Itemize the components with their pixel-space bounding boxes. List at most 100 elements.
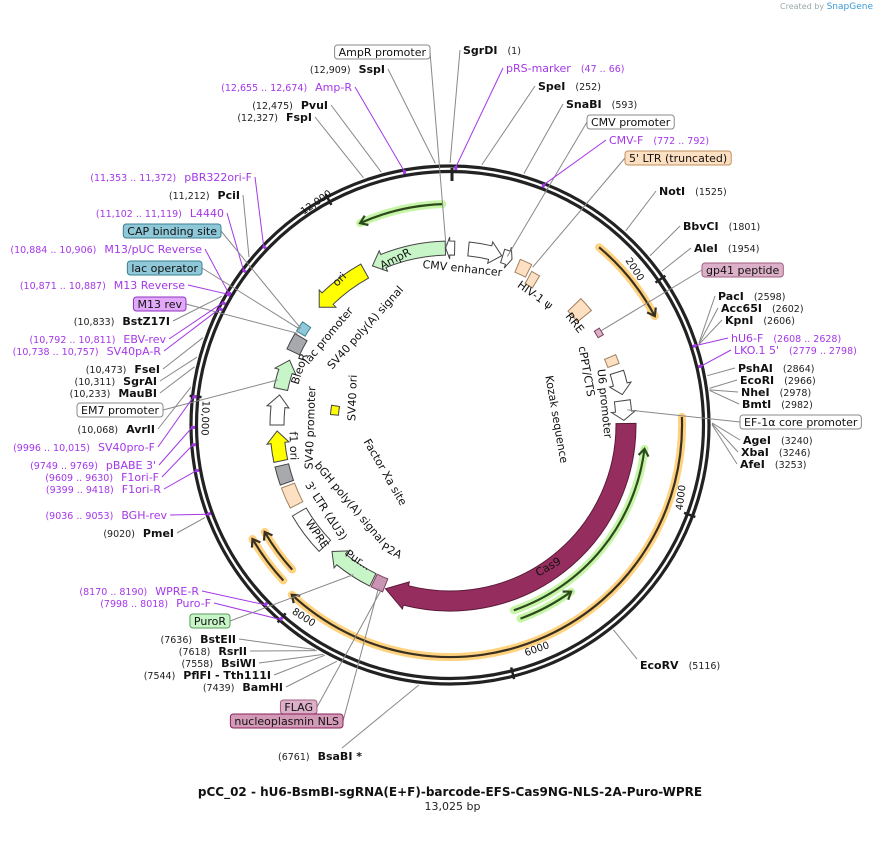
site-location: (772 .. 792) <box>653 136 709 147</box>
leader-line <box>707 367 736 377</box>
primer-ebv-rev[interactable]: (10,792 .. 10,811)EBV-rev <box>29 333 166 346</box>
gp41-box <box>593 327 605 339</box>
primer-wpre-r[interactable]: (8170 .. 8190)WPRE-R <box>79 585 199 598</box>
primer-mark <box>194 468 200 473</box>
site-ecori[interactable]: EcoRI(2966) <box>740 374 816 387</box>
site-location: (10,884 .. 10,906) <box>10 245 96 256</box>
primer-m13-reverse[interactable]: (10,871 .. 10,887)M13 Reverse <box>20 279 185 292</box>
site-bsteii[interactable]: (7636)BstEII <box>161 633 236 646</box>
primer-cmv-f[interactable]: CMV-F(772 .. 792) <box>609 134 709 147</box>
site-bstz17i[interactable]: (10,833)BstZ17I <box>74 315 170 328</box>
site-pflfi-tth111i[interactable]: (7544)PflFI - Tth111I <box>144 669 271 682</box>
site-noti[interactable]: NotI(1525) <box>659 185 727 198</box>
primer-amp-r[interactable]: (12,655 .. 12,674)Amp-R <box>221 81 352 94</box>
feature-label-puror[interactable]: PuroR <box>189 613 231 629</box>
site-acc65i[interactable]: Acc65I(2602) <box>721 302 804 315</box>
feature-label-cap-binding-site[interactable]: CAP binding site <box>122 223 222 239</box>
primer-puro-f[interactable]: (7998 .. 8018)Puro-F <box>100 597 211 610</box>
leader-line <box>242 194 250 258</box>
annotation-labels: AmpR promoter (12,909)SspI (12,655 .. 12,6… <box>10 44 862 763</box>
sv40-ori-box <box>329 404 341 416</box>
site-bamhi[interactable]: (7439)BamHI <box>203 681 283 694</box>
plasmid-title: pCC_02 - hU6-BsmBI-sgRNA(E+F)-barcode-EF… <box>197 785 703 799</box>
site-xbai[interactable]: XbaI(3246) <box>741 446 810 459</box>
primer-m13-puc-reverse[interactable]: (10,884 .. 10,906) M13/pUC Reverse <box>10 243 202 256</box>
site-pshai[interactable]: PshAI(2864) <box>738 362 814 375</box>
site-fsei[interactable]: (10,473)FseI <box>86 363 160 376</box>
site-kpni[interactable]: KpnI(2606) <box>725 314 795 327</box>
site-location: (2864) <box>783 364 815 375</box>
primer-mark <box>218 306 224 312</box>
feature-label-lac-operator[interactable]: lac operator <box>126 260 203 276</box>
plasmid-size: 13,025 bp <box>424 800 481 813</box>
primer-pbabe-3-[interactable]: (9749 .. 9769)pBABE 3' <box>30 459 156 472</box>
primer-sv40pro-f[interactable]: (9996 .. 10,015)SV40pro-F <box>13 441 155 454</box>
feature-label-ef-1-core-promoter[interactable]: EF-1α core promoter <box>739 414 862 430</box>
site-location: (7544) <box>144 671 176 682</box>
site-avrii[interactable]: (10,068)AvrII <box>77 423 155 436</box>
site-pmei[interactable]: (9020)PmeI <box>103 527 174 540</box>
cppt-cts-box <box>603 354 620 369</box>
site-afei[interactable]: AfeI(3253) <box>740 458 806 471</box>
site-name: XbaI <box>741 446 769 459</box>
site-ecorv[interactable]: EcoRV(5116) <box>640 659 720 672</box>
site-location: (7636) <box>161 635 193 646</box>
leader-line <box>711 423 739 453</box>
feature-label-cmv-promoter[interactable]: CMV promoter <box>586 114 675 130</box>
site-nhei[interactable]: NheI(2978) <box>741 386 811 399</box>
primer-bgh-rev[interactable]: (9036 .. 9053)BGH-rev <box>45 509 167 522</box>
site-bsabi-[interactable]: (6761)BsaBI * <box>278 750 362 763</box>
site-agei[interactable]: AgeI(3240) <box>743 434 813 447</box>
primer-f1ori-r[interactable]: (9399 .. 9418)F1ori-R <box>46 483 161 496</box>
feature-label-text: FLAG <box>284 701 313 714</box>
primer-lko-1-5-[interactable]: LKO.1 5'(2779 .. 2798) <box>734 344 857 357</box>
hiv-psi-box <box>514 258 533 278</box>
site-bmti[interactable]: BmtI(2982) <box>742 398 813 411</box>
hiv-psi-box <box>524 270 541 289</box>
site-name: AleI <box>694 242 718 255</box>
site-maubi[interactable]: (10,233)MauBI <box>70 387 157 400</box>
site-fspi[interactable]: (12,327)FspI <box>237 111 312 124</box>
site-bbvci[interactable]: BbvCI(1801) <box>683 220 760 233</box>
primer-f1ori-f[interactable]: (9609 .. 9630)F1ori-F <box>45 471 159 484</box>
primer-l4440[interactable]: (11,102 .. 11,119)L4440 <box>96 207 224 220</box>
leader-line <box>506 121 588 257</box>
site-rsrii[interactable]: (7618)RsrII <box>179 645 247 658</box>
inner-label-factor-xa-site: Factor Xa site <box>361 437 410 508</box>
site-sspi[interactable]: (12,909)SspI <box>310 63 385 76</box>
site-location: (10,738 .. 10,757) <box>13 347 99 358</box>
site-name: NotI <box>659 185 685 198</box>
feature-label-m13-rev[interactable]: M13 rev <box>132 296 187 312</box>
leader-line <box>163 308 221 352</box>
primer-hu6-f[interactable]: hU6-F(2608 .. 2628) <box>731 332 841 345</box>
site-sgrai[interactable]: (10,311)SgrAI <box>75 375 157 388</box>
primer-mark <box>226 290 232 296</box>
leader-line <box>354 86 405 172</box>
primer-sv40pa-r[interactable]: (10,738 .. 10,757)SV40pA-R <box>13 345 162 358</box>
credit-prefix: Created by <box>780 2 825 11</box>
site-name: BamHI <box>242 681 283 694</box>
site-sgrdi[interactable]: SgrDI(1) <box>463 44 521 57</box>
site-paci[interactable]: PacI(2598) <box>718 290 785 303</box>
site-alei[interactable]: AleI(1954) <box>694 242 759 255</box>
feature-label-nucleoplasmin-nls[interactable]: nucleoplasmin NLS <box>229 713 344 729</box>
feature-label-em7-promoter[interactable]: EM7 promoter <box>76 402 164 418</box>
site-name: M13/pUC Reverse <box>104 243 202 256</box>
site-pvui[interactable]: (12,475)PvuI <box>252 99 328 112</box>
feature-label-5-ltr-truncated-[interactable]: 5' LTR (truncated) <box>624 150 732 166</box>
feature-label-flag[interactable]: FLAG <box>279 699 318 715</box>
site-snabi[interactable]: SnaBI(593) <box>566 98 637 111</box>
leader-line <box>226 212 244 271</box>
feature-label-gp41-peptide[interactable]: gp41 peptide <box>701 262 784 278</box>
site-bsiwi[interactable]: (7558)BsiWI <box>181 657 256 670</box>
site-pcii[interactable]: (11,212)PciI <box>169 189 240 202</box>
u6-promoter-arrow <box>608 369 633 396</box>
leader-line <box>169 513 209 516</box>
site-location: (2602) <box>772 304 804 315</box>
feature-label-ampr-promoter[interactable]: AmpR promoter <box>334 44 431 60</box>
site-spei[interactable]: SpeI(252) <box>538 80 601 93</box>
primer-mark <box>241 268 247 274</box>
primer-pbr322ori-f[interactable]: (11,353 .. 11,372)pBR322ori-F <box>90 171 252 184</box>
feature-label-box <box>189 613 231 629</box>
primer-prs-marker[interactable]: pRS-marker(47 .. 66) <box>506 62 625 75</box>
